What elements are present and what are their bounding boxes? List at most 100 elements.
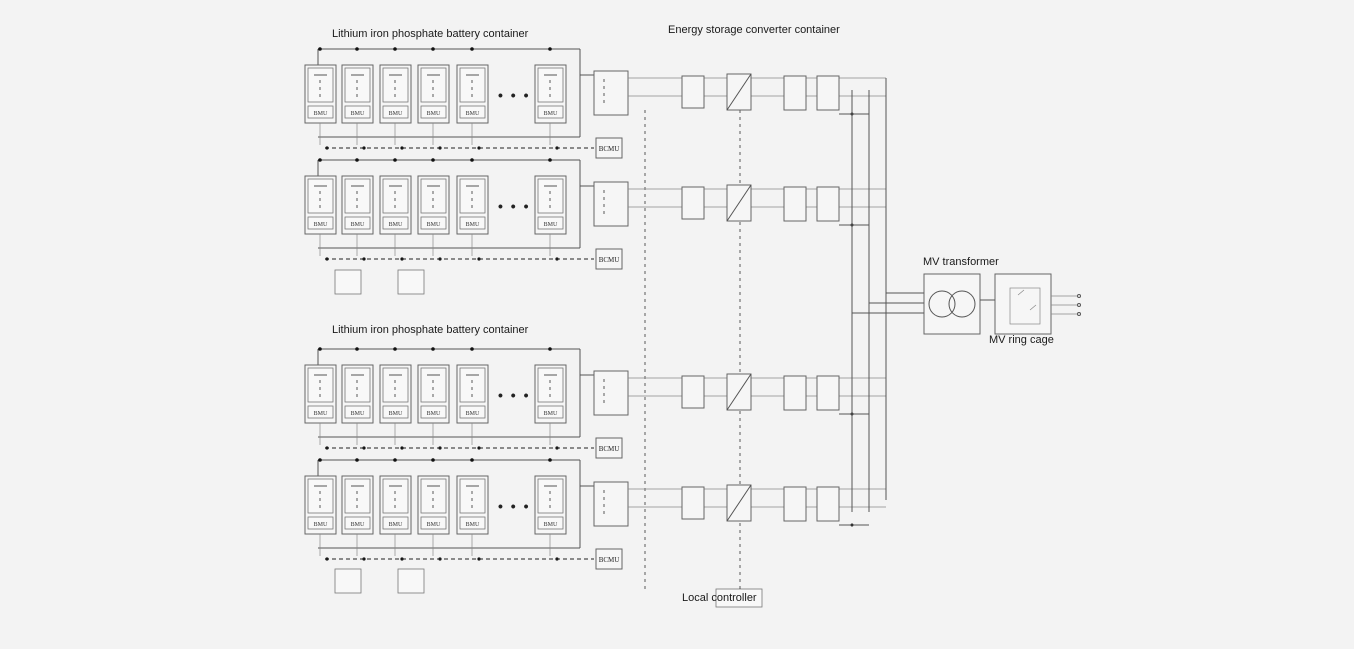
- bmu-label: BMU: [466, 111, 480, 117]
- mv-transformer: [923, 273, 981, 335]
- ring-switch-2: [1029, 304, 1037, 311]
- module-cells: [459, 367, 486, 403]
- ac-filter: [783, 486, 807, 522]
- ac-breaker: [816, 75, 840, 111]
- battery-module: BMU: [379, 347, 412, 450]
- bmu-label: BMU: [314, 522, 328, 528]
- transformer-winding-1: [928, 290, 956, 318]
- bus-node: [431, 158, 435, 162]
- local-controller-label: Local controller: [682, 592, 757, 604]
- mv-transformer-box: [923, 273, 981, 335]
- ellipsis: • • •: [498, 87, 530, 103]
- aux-power-box: [334, 269, 362, 295]
- dc-combiner-box: [593, 370, 629, 416]
- battery-module: BMU: [456, 458, 489, 561]
- bcmu-label: BCMU: [599, 145, 620, 153]
- bus-node: [318, 158, 322, 162]
- bmu-label: BMU: [427, 522, 441, 528]
- bmu-box: [307, 405, 334, 419]
- bmu-label: BMU: [389, 411, 403, 417]
- bcmu-label: BCMU: [599, 445, 620, 453]
- bus-node: [318, 47, 322, 51]
- module-cells: [420, 478, 447, 514]
- battery-module: BMU: [341, 458, 374, 561]
- battery-module: BMU: [379, 158, 412, 261]
- battery-module: BMU: [379, 458, 412, 561]
- bus-node: [548, 47, 552, 51]
- bmu-box: [420, 105, 447, 119]
- bmu-box: [344, 516, 371, 530]
- module-cells: [382, 178, 409, 214]
- bus-node: [548, 158, 552, 162]
- ellipsis: • • •: [498, 198, 530, 214]
- converter-chain-4: [628, 484, 886, 527]
- ellipsis: • • •: [498, 498, 530, 514]
- dc-breaker: [681, 375, 705, 409]
- module-cells: [420, 67, 447, 103]
- bmu-label: BMU: [427, 222, 441, 228]
- ac-breaker: [816, 375, 840, 411]
- bmu-label: BMU: [466, 222, 480, 228]
- module-cells: [307, 367, 334, 403]
- bmu-box: [344, 405, 371, 419]
- ac-filter: [783, 75, 807, 111]
- bmu-box: [382, 516, 409, 530]
- bmu-label: BMU: [466, 411, 480, 417]
- bus-node: [355, 458, 359, 462]
- aux-power-box: [397, 269, 425, 295]
- bmu-label: BMU: [544, 522, 558, 528]
- bus-node: [393, 347, 397, 351]
- mv-transformer-label: MV transformer: [923, 256, 999, 268]
- transformer-winding-2: [948, 290, 976, 318]
- bmu-label: BMU: [389, 522, 403, 528]
- ring-terminal-3: [1077, 312, 1081, 316]
- bmu-label: BMU: [466, 522, 480, 528]
- bmu-label: BMU: [544, 111, 558, 117]
- dc-breaker: [681, 75, 705, 109]
- bmu-box: [537, 516, 564, 530]
- converter-chain-2: [628, 184, 886, 227]
- bcmu-box: [595, 437, 623, 459]
- bmu-label: BMU: [544, 222, 558, 228]
- ring-terminal-1: [1077, 294, 1081, 298]
- aux-power-box: [397, 568, 425, 594]
- bus-node: [393, 458, 397, 462]
- converter-lines: [334, 73, 924, 594]
- bus-node: [393, 47, 397, 51]
- module-cells: [459, 178, 486, 214]
- bmu-box: [459, 405, 486, 419]
- bmu-box: [537, 216, 564, 230]
- battery-module: BMU: [456, 47, 489, 150]
- battery-module: BMU: [417, 47, 450, 150]
- bmu-label: BMU: [314, 411, 328, 417]
- pcs-diagonal: [726, 373, 752, 411]
- dc-combiner-box: [593, 481, 629, 527]
- bmu-box: [459, 216, 486, 230]
- ring-cage-inner: [1009, 287, 1041, 325]
- bus-node: [431, 47, 435, 51]
- bmu-box: [420, 216, 447, 230]
- dc-breaker: [681, 486, 705, 520]
- battery-module: BMU: [341, 47, 374, 150]
- bmu-box: [459, 105, 486, 119]
- ellipsis: • • •: [498, 387, 530, 403]
- battery-module: BMU: [456, 158, 489, 261]
- module-cells: [537, 178, 564, 214]
- module-cells: [382, 478, 409, 514]
- local-controller-box: [715, 588, 763, 608]
- bus-node: [393, 158, 397, 162]
- bus-node: [318, 347, 322, 351]
- ac-filter: [783, 186, 807, 222]
- bmu-box: [382, 405, 409, 419]
- battery-module: BMU: [534, 458, 567, 561]
- module-cells: [537, 478, 564, 514]
- bmu-label: BMU: [314, 111, 328, 117]
- module-cells: [344, 178, 371, 214]
- module-cells: [307, 478, 334, 514]
- battery-container-top-label: Lithium iron phosphate battery container: [332, 28, 529, 40]
